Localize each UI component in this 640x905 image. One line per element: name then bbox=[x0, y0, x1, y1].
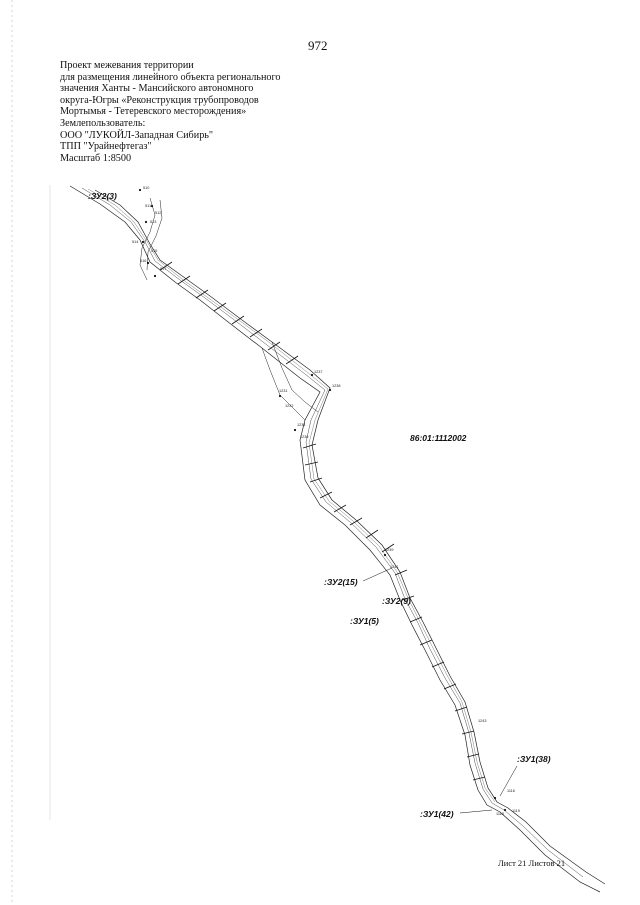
point-number: 514 bbox=[132, 240, 138, 244]
leader-line bbox=[362, 567, 393, 582]
title-line: округа-Югры «Реконструкция трубопроводов bbox=[60, 94, 259, 106]
point-number: 1237 bbox=[314, 370, 322, 374]
point-number: 511 bbox=[145, 204, 151, 208]
point-number: 1238 bbox=[332, 384, 340, 388]
plot-label: :ЗУ1(5) bbox=[350, 616, 379, 626]
plot-label: :ЗУ1(42) bbox=[420, 809, 454, 819]
scale-label: Масштаб 1:8500 bbox=[60, 152, 132, 164]
point-number: 515 bbox=[151, 249, 157, 253]
plot-label: :ЗУ2(15) bbox=[324, 577, 358, 587]
sheet-counter: Лист 21 Листов 21 bbox=[498, 858, 566, 868]
branch-line bbox=[139, 197, 156, 281]
point-number: 517 bbox=[160, 267, 166, 271]
point-number: 516 bbox=[140, 259, 146, 263]
land-user-heading: Землепользователь: bbox=[60, 117, 146, 129]
cadastral-number: 86:01:1112002 bbox=[410, 433, 467, 443]
page-number: 972 bbox=[308, 38, 328, 53]
pipeline-line bbox=[81, 187, 584, 878]
title-line: для размещения линейного объекта региона… bbox=[60, 71, 281, 83]
point-number: 1118 bbox=[496, 812, 504, 816]
corridor-boundary bbox=[94, 189, 606, 885]
corridor-boundary bbox=[69, 185, 601, 893]
plot-label: :ЗУ2(9) bbox=[382, 596, 411, 606]
point-number: 1241 bbox=[390, 565, 398, 569]
hatch-marks bbox=[159, 261, 486, 781]
branch-line bbox=[261, 347, 306, 421]
point-number: 1236 bbox=[300, 435, 308, 439]
point-number: 512 bbox=[155, 211, 161, 215]
leader-line bbox=[499, 765, 518, 797]
branch-line bbox=[146, 199, 163, 271]
point-number: 1232 bbox=[285, 404, 293, 408]
plot-label: :ЗУ1(38) bbox=[517, 754, 551, 764]
point-number: 510 bbox=[143, 186, 149, 190]
point-number: 1119 bbox=[512, 809, 520, 813]
point-number: 1239 bbox=[385, 548, 393, 552]
branch-line bbox=[271, 341, 319, 413]
survey-points bbox=[138, 188, 507, 812]
point-number: 1231 bbox=[279, 389, 287, 393]
point-number: 1243 bbox=[478, 719, 486, 723]
title-line: Мортымья - Тетеревского месторождения» bbox=[60, 106, 247, 118]
leader-line bbox=[459, 809, 493, 814]
title-block: Проект межевания территории для размещен… bbox=[60, 60, 320, 164]
pipeline-line bbox=[87, 188, 496, 803]
land-user-company: ООО "ЛУКОЙЛ-Западная Сибирь" bbox=[60, 129, 214, 141]
land-user-division: ТПП "Урайнефтегаз" bbox=[60, 141, 152, 153]
point-number: 1116 bbox=[507, 789, 515, 793]
plot-label: :ЗУ2(3) bbox=[88, 191, 117, 201]
title-line: значения Ханты - Мансийского автономного bbox=[60, 83, 254, 95]
point-number: 1234 bbox=[297, 423, 305, 427]
point-number: 513 bbox=[150, 220, 156, 224]
title-line: Проект межевания территории bbox=[60, 60, 194, 71]
